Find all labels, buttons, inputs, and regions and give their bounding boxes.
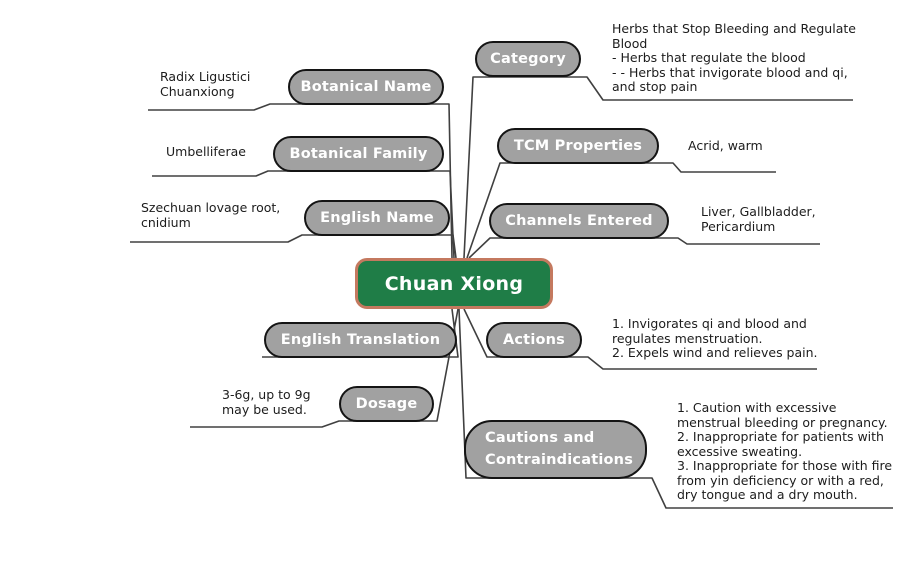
note-botanical-family: Umbelliferae <box>166 144 246 159</box>
note-cautions: 1. Caution with excessive menstrual blee… <box>677 400 893 502</box>
connector-channels-entered <box>468 237 820 259</box>
note-english-name: Szechuan lovage root, cnidium <box>141 200 281 230</box>
node-english-translation[interactable]: English Translation <box>264 322 457 358</box>
center-node-chuan-xiong[interactable]: Chuan Xiong <box>355 258 553 309</box>
node-category[interactable]: Category <box>475 41 581 77</box>
node-english-name[interactable]: English Name <box>304 200 450 236</box>
connector-cautions <box>458 308 893 509</box>
connector-botanical-name <box>148 103 453 259</box>
connector-category <box>463 76 853 259</box>
node-dosage[interactable]: Dosage <box>339 386 434 422</box>
connector-dosage <box>190 308 459 428</box>
node-botanical-family[interactable]: Botanical Family <box>273 136 444 172</box>
connector-english-name <box>130 234 457 259</box>
note-tcm-properties: Acrid, warm <box>688 138 763 153</box>
node-cautions-contraindications[interactable]: Cautions and Contraindications <box>464 420 647 479</box>
note-channels-entered: Liver, Gallbladder, Pericardium <box>701 204 816 234</box>
node-actions[interactable]: Actions <box>486 322 582 358</box>
note-botanical-name: Radix Ligustici Chuanxiong <box>160 69 251 99</box>
connector-tcm-properties <box>466 162 776 259</box>
node-tcm-properties[interactable]: TCM Properties <box>497 128 659 164</box>
node-channels-entered[interactable]: Channels Entered <box>489 203 669 239</box>
connector-actions <box>463 308 817 370</box>
node-botanical-name[interactable]: Botanical Name <box>288 69 444 105</box>
note-actions: 1. Invigorates qi and blood and regulate… <box>612 316 818 360</box>
connector-botanical-family <box>152 170 455 259</box>
note-dosage: 3-6g, up to 9g may be used. <box>222 387 311 417</box>
note-category: Herbs that Stop Bleeding and Regulate Bl… <box>612 21 856 94</box>
